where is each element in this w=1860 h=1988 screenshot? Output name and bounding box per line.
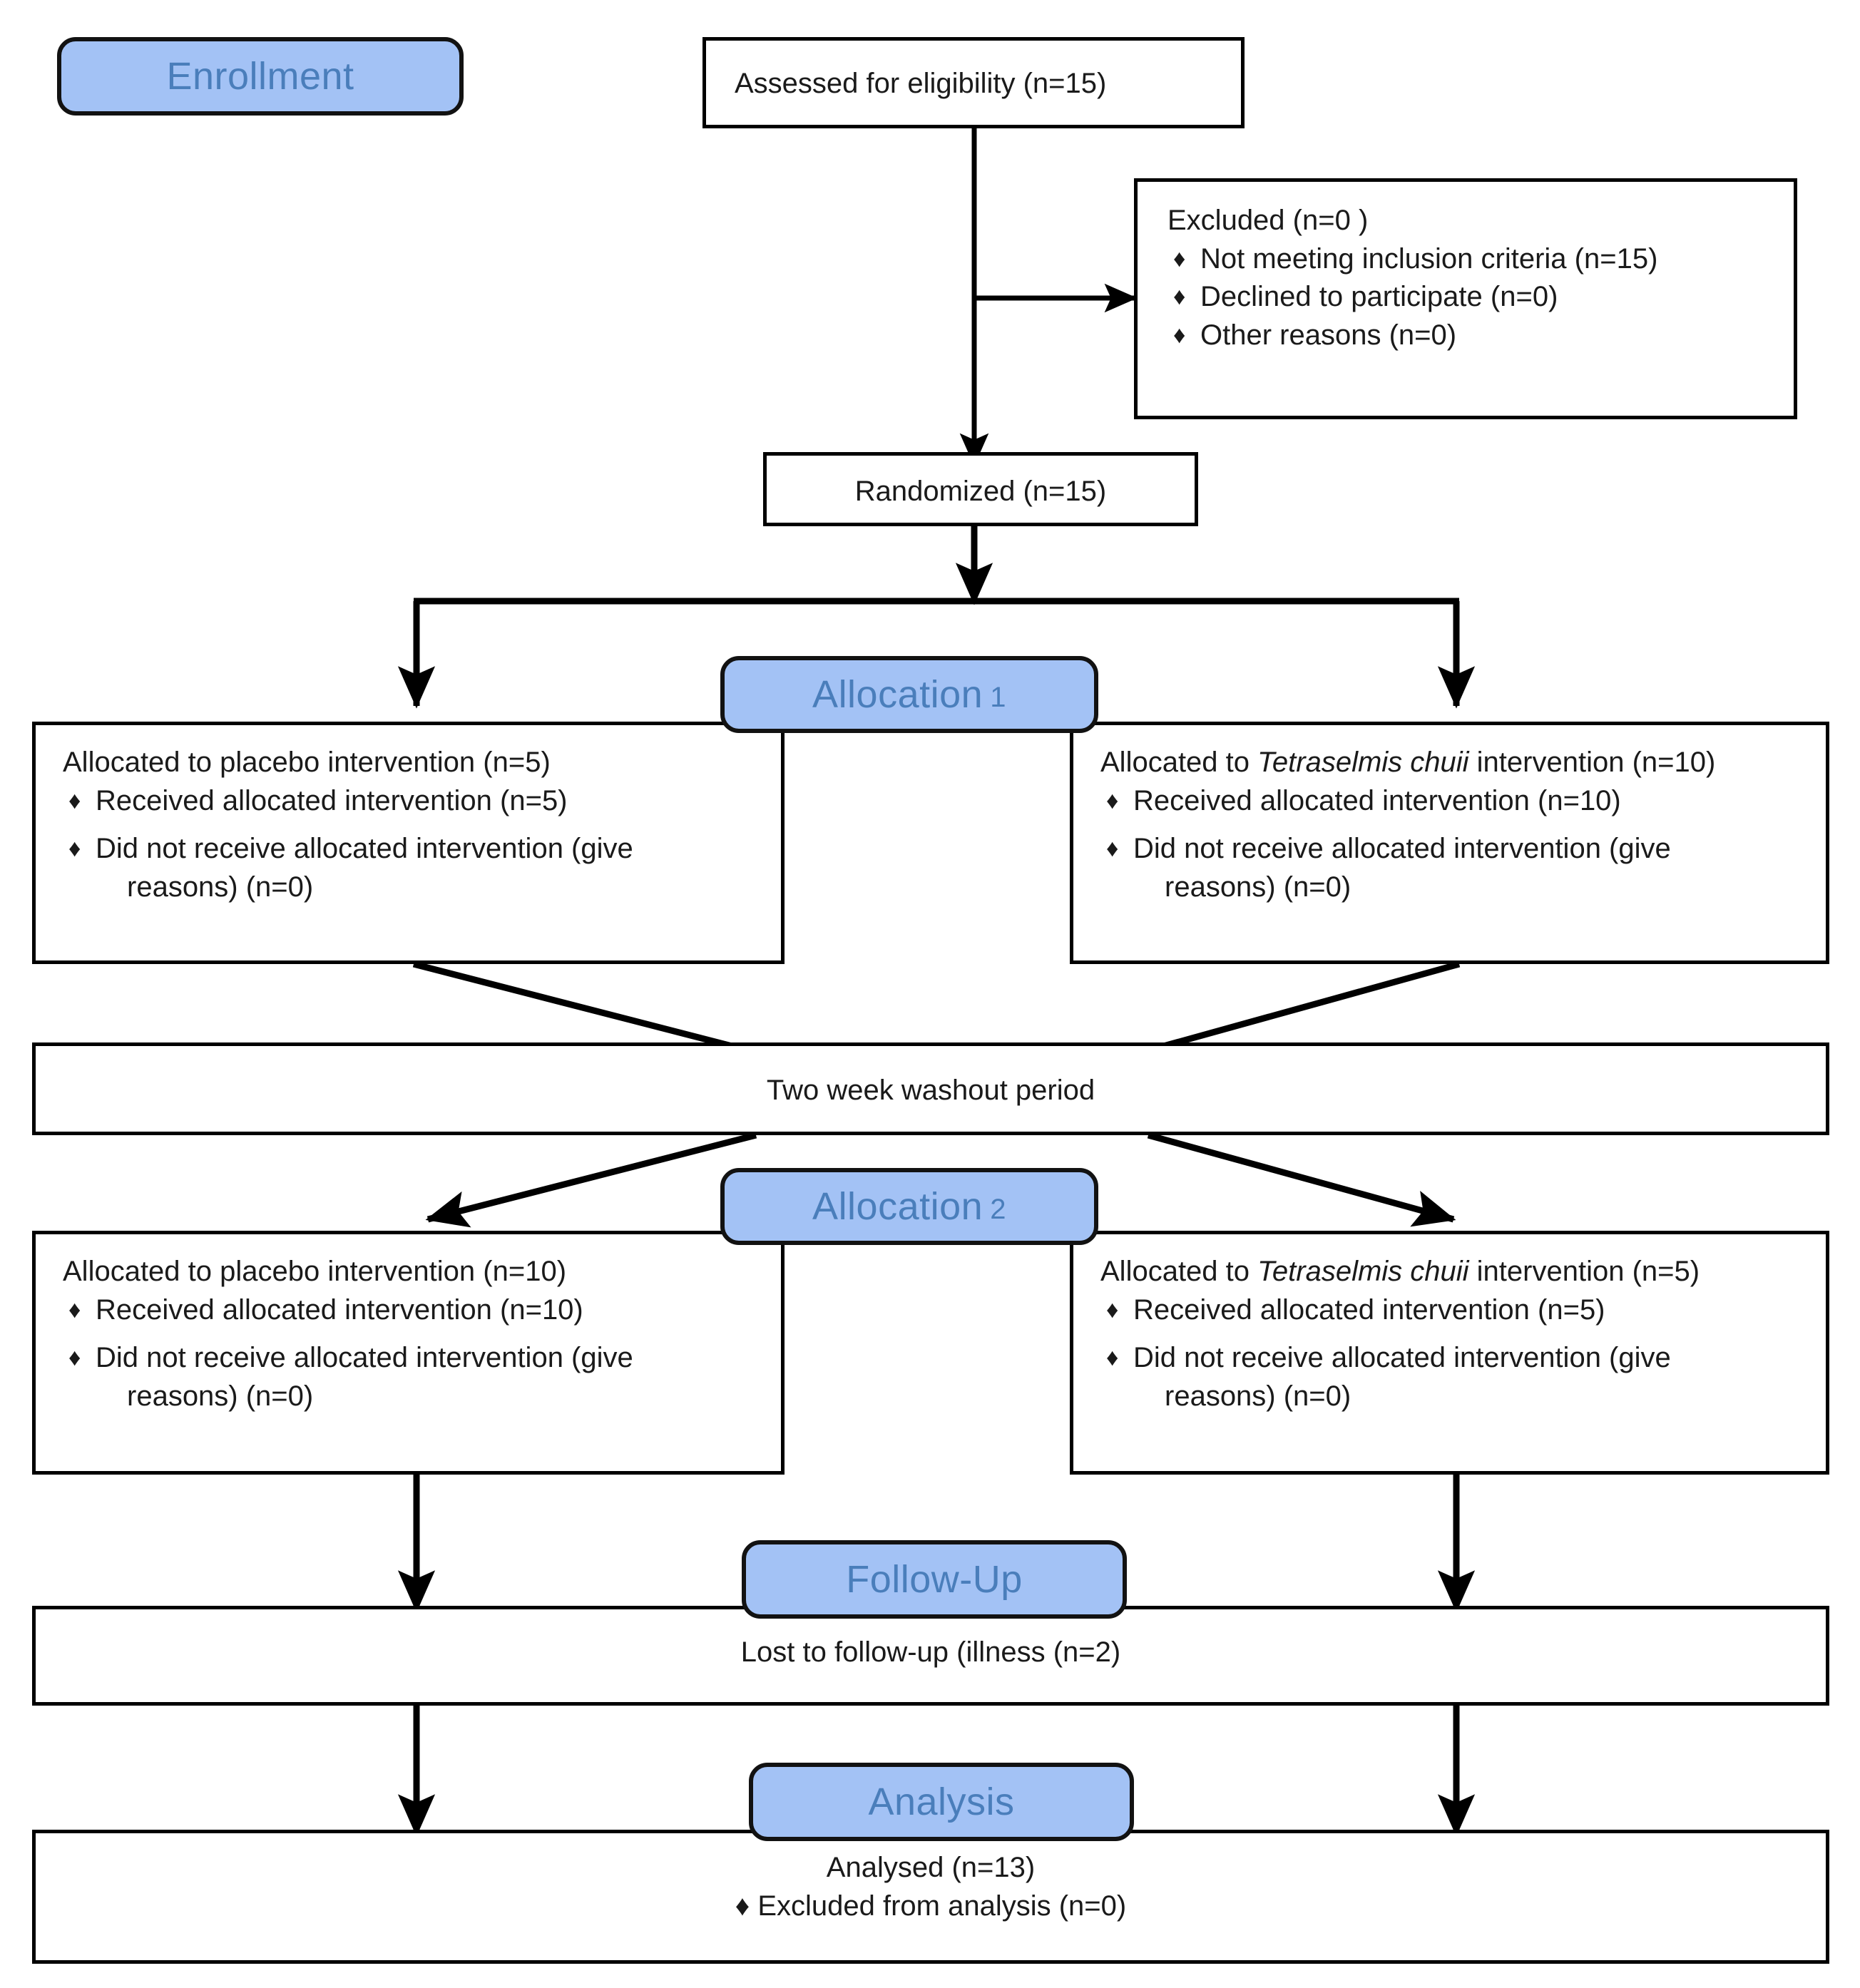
diamond-bullet-icon: ♦	[1106, 1344, 1119, 1372]
box-excluded: Excluded (n=0 ) ♦ Not meeting inclusion …	[1134, 178, 1797, 419]
analysis-item-1: ♦ Excluded from analysis (n=0)	[36, 1887, 1826, 1926]
diamond-bullet-icon: ♦	[68, 835, 81, 863]
stage-label-allocation-2-number: 2	[990, 1193, 1006, 1225]
diamond-bullet-icon: ♦	[68, 787, 81, 814]
assessed-text: Assessed for eligibility (n=15)	[735, 68, 1107, 99]
box-assessed-for-eligibility: Assessed for eligibility (n=15)	[702, 37, 1245, 128]
alloc1-right-item-0-text: Received allocated intervention (n=10)	[1133, 784, 1621, 816]
alloc2-right-heading: Allocated to Tetraselmis chuii intervent…	[1100, 1253, 1826, 1291]
diamond-bullet-icon: ♦	[735, 1890, 750, 1922]
stage-label-followup-text: Follow-Up	[846, 1558, 1023, 1601]
excluded-item-0: ♦ Not meeting inclusion criteria (n=15)	[1167, 240, 1794, 279]
line-alloc1-right-to-washout	[1160, 960, 1461, 1050]
box-allocation1-placebo: Allocated to placebo intervention (n=5) …	[32, 722, 785, 964]
excluded-item-2-text: Other reasons (n=0)	[1200, 319, 1457, 351]
stage-label-followup: Follow-Up	[742, 1540, 1127, 1619]
alloc2-left-item-1: ♦ Did not receive allocated intervention…	[63, 1339, 781, 1415]
washout-text: Two week washout period	[766, 1075, 1095, 1106]
alloc2-right-item-1-text: Did not receive allocated intervention (…	[1133, 1342, 1671, 1374]
alloc1-left-item-1-cont: reasons) (n=0)	[127, 871, 314, 903]
alloc1-right-item-1: ♦ Did not receive allocated intervention…	[1100, 830, 1826, 906]
alloc1-left-item-0: ♦ Received allocated intervention (n=5)	[63, 782, 781, 821]
diamond-bullet-icon: ♦	[1173, 283, 1186, 311]
diamond-bullet-icon: ♦	[1106, 1296, 1119, 1323]
alloc2-left-heading: Allocated to placebo intervention (n=10)	[63, 1256, 567, 1287]
box-allocation1-tetraselmis: Allocated to Tetraselmis chuii intervent…	[1070, 722, 1829, 964]
alloc2-right-heading-post: intervention (n=5)	[1468, 1256, 1700, 1287]
analysis-item-1-text: Excluded from analysis (n=0)	[757, 1890, 1127, 1922]
excluded-heading: Excluded (n=0 )	[1167, 205, 1369, 236]
alloc1-right-heading: Allocated to Tetraselmis chuii intervent…	[1100, 744, 1826, 782]
alloc2-left-item-1-cont: reasons) (n=0)	[127, 1380, 314, 1412]
alloc2-right-item-0-text: Received allocated intervention (n=5)	[1133, 1293, 1605, 1326]
stage-label-analysis-text: Analysis	[868, 1781, 1015, 1823]
alloc2-left-item-0: ♦ Received allocated intervention (n=10)	[63, 1291, 781, 1330]
alloc1-right-item-0: ♦ Received allocated intervention (n=10)	[1100, 782, 1826, 821]
box-analysis: Analysed (n=13) ♦ Excluded from analysis…	[32, 1830, 1829, 1964]
stage-label-allocation-1: Allocation 1	[720, 656, 1098, 733]
stage-label-enrollment: Enrollment	[57, 37, 464, 116]
line-alloc1-left-to-washout	[412, 960, 736, 1050]
diamond-bullet-icon: ♦	[1106, 835, 1119, 863]
excluded-item-1-text: Declined to participate (n=0)	[1200, 281, 1558, 313]
box-randomized: Randomized (n=15)	[763, 452, 1198, 526]
alloc2-right-heading-species: Tetraselmis chuii	[1257, 1256, 1469, 1287]
box-allocation2-placebo: Allocated to placebo intervention (n=10)…	[32, 1231, 785, 1475]
arrow-washout-to-alloc2-left	[425, 1132, 757, 1228]
excluded-item-0-text: Not meeting inclusion criteria (n=15)	[1200, 242, 1658, 275]
alloc2-right-item-1-cont: reasons) (n=0)	[1165, 1380, 1351, 1412]
stage-label-enrollment-text: Enrollment	[166, 55, 354, 98]
alloc2-right-heading-pre: Allocated to	[1100, 1256, 1258, 1287]
diamond-bullet-icon: ♦	[68, 1296, 81, 1323]
alloc2-left-item-0-text: Received allocated intervention (n=10)	[96, 1293, 583, 1326]
alloc1-right-heading-post: intervention (n=10)	[1468, 747, 1716, 778]
box-lost-to-followup: Lost to follow-up (illness (n=2)	[32, 1606, 1829, 1706]
randomized-text: Randomized (n=15)	[854, 476, 1107, 507]
alloc1-right-heading-species: Tetraselmis chuii	[1257, 747, 1469, 778]
alloc1-left-item-1: ♦ Did not receive allocated intervention…	[63, 830, 781, 906]
alloc1-right-heading-pre: Allocated to	[1100, 747, 1258, 778]
alloc2-right-item-1: ♦ Did not receive allocated intervention…	[1100, 1339, 1826, 1415]
alloc1-left-heading: Allocated to placebo intervention (n=5)	[63, 747, 551, 778]
stage-label-allocation-1-number: 1	[990, 681, 1006, 713]
diamond-bullet-icon: ♦	[1106, 787, 1119, 814]
stage-label-allocation-1-text: Allocation	[812, 673, 983, 716]
analysis-line-1: Analysed (n=13)	[826, 1852, 1036, 1883]
diamond-bullet-icon: ♦	[1173, 321, 1186, 349]
diamond-bullet-icon: ♦	[68, 1344, 81, 1372]
excluded-item-1: ♦ Declined to participate (n=0)	[1167, 278, 1794, 317]
stage-label-allocation-2: Allocation 2	[720, 1168, 1098, 1245]
alloc1-right-item-1-text: Did not receive allocated intervention (…	[1133, 833, 1671, 865]
alloc2-left-item-1-text: Did not receive allocated intervention (…	[96, 1342, 633, 1374]
box-allocation2-tetraselmis: Allocated to Tetraselmis chuii intervent…	[1070, 1231, 1829, 1475]
alloc2-right-item-0: ♦ Received allocated intervention (n=5)	[1100, 1291, 1826, 1330]
followup-text: Lost to follow-up (illness (n=2)	[740, 1636, 1121, 1668]
alloc1-left-item-1-text: Did not receive allocated intervention (…	[96, 833, 633, 865]
alloc1-left-item-0-text: Received allocated intervention (n=5)	[96, 784, 568, 816]
alloc1-right-item-1-cont: reasons) (n=0)	[1165, 871, 1351, 903]
stage-label-analysis: Analysis	[749, 1763, 1134, 1841]
stage-label-allocation-2-text: Allocation	[812, 1185, 983, 1228]
diamond-bullet-icon: ♦	[1173, 245, 1186, 272]
box-washout-period: Two week washout period	[32, 1042, 1829, 1135]
arrow-washout-to-alloc2-right	[1147, 1132, 1456, 1227]
excluded-item-2: ♦ Other reasons (n=0)	[1167, 317, 1794, 355]
